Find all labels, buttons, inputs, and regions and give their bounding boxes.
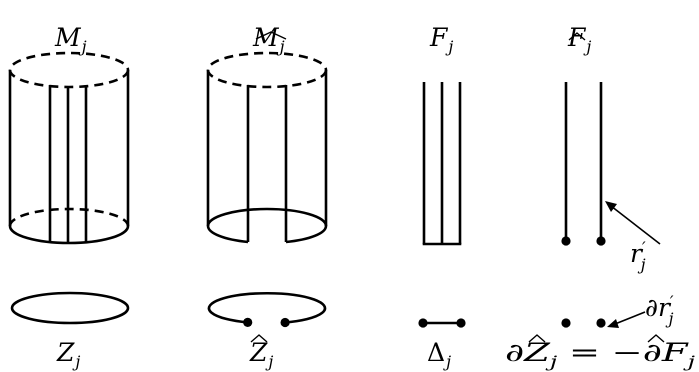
cylinder-m-hat-bottom-front-right (285, 225, 328, 244)
arcs-f-hat (561, 82, 606, 246)
arrow-to-boundary-shaft (614, 311, 646, 325)
label-f: Fj (429, 23, 453, 56)
segment-delta-right-endpoint (456, 318, 466, 328)
segment-delta (418, 318, 466, 328)
cut-circle-z-hat (207, 291, 327, 328)
label-m-hat: Mj (252, 23, 285, 56)
boundary-point-right (596, 318, 606, 328)
label-delta: Δj (427, 338, 451, 371)
cylinder-m-hat-bottom-back (206, 207, 328, 227)
cylinder-m (8, 51, 130, 245)
boundary-point-left (561, 318, 571, 328)
cylinder-m-hat (206, 51, 328, 244)
arc-f-hat-left-endpoint (561, 236, 571, 246)
circle-z (10, 291, 130, 325)
arrow-to-r-prime-head (605, 201, 617, 212)
cut-circle-z-hat-arc (207, 291, 327, 324)
label-r-prime: r′j (630, 238, 646, 274)
arc-f-hat-right-endpoint (596, 236, 606, 246)
label-z: Zj (56, 338, 80, 371)
boundary-points (561, 318, 606, 328)
hat-over-m-hat-label (255, 31, 287, 40)
label-z-hat: Zj (249, 338, 273, 371)
label-f-hat: Fj (567, 23, 591, 56)
arrow-to-boundary-head (607, 319, 619, 328)
cut-circle-z-hat-left-endpoint (243, 317, 253, 327)
cut-circle-z-hat-right-endpoint (280, 317, 290, 328)
cylinder-m-top-rim (8, 51, 130, 89)
cylinder-m-hat-bottom-front-left (206, 225, 249, 244)
hat-over-boundary-f-hat (647, 334, 665, 343)
arrow-to-boundary (607, 311, 646, 328)
hat-over-boundary-z-hat (528, 334, 546, 343)
segment-delta-left-endpoint (418, 318, 428, 328)
label-m: Mj (54, 23, 87, 56)
arrow-to-r-prime (605, 201, 661, 245)
arrow-to-r-prime-shaft (610, 205, 661, 245)
hat-over-z-hat-label (250, 334, 268, 343)
label-d-r-prime: ∂r′j (645, 292, 674, 328)
cylinder-m-hat-top-rim (206, 51, 328, 89)
strip-f (422, 82, 462, 246)
hat-over-f-hat-label (568, 32, 586, 41)
